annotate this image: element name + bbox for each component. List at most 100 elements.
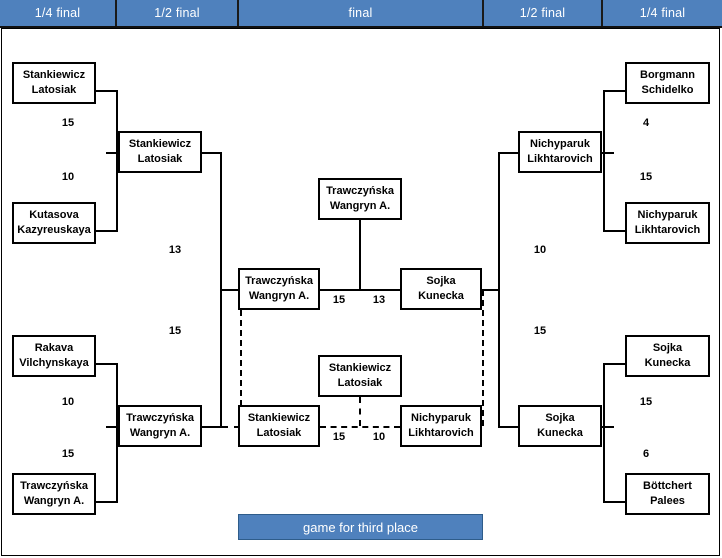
c-sfLT-in — [106, 152, 118, 154]
team-name-line-2: Latosiak — [31, 84, 77, 96]
team-name-line-2: Wangryn A. — [23, 495, 85, 507]
team-name-line-1: Stankiewicz — [128, 138, 192, 151]
score-sf-right-bot: 15 — [533, 325, 547, 337]
round-tab-divider-3 — [601, 0, 603, 26]
c-qfLB1-out — [96, 363, 118, 365]
score-qf-left-bot-1: 10 — [61, 396, 75, 408]
team-name-line-1: Nichyparuk — [411, 412, 471, 425]
team-name-line-2: Wangryn A. — [329, 200, 391, 212]
score-qf-right-bot-2: 6 — [642, 448, 650, 460]
team-name-line-2: Kunecka — [644, 357, 691, 369]
team-name-line-1: Trawczyńska — [326, 185, 394, 198]
score-third-right: 10 — [372, 431, 386, 443]
score-final-left: 15 — [332, 294, 346, 306]
c-qfRB-join — [603, 363, 605, 503]
team-name-line-2: Latosiak — [256, 427, 302, 439]
c-qfRT-join — [603, 90, 605, 232]
c-qfRT2-out — [603, 230, 625, 232]
team-name-line-1: Stankiewicz — [22, 69, 86, 82]
c-finR-in — [482, 289, 500, 291]
round-tab-divider-2 — [482, 0, 484, 26]
score-qf-right-top-2: 15 — [639, 171, 653, 183]
team-name-line-1: Böttchert — [643, 480, 692, 493]
c-sfRB-in — [602, 426, 614, 428]
team-name-line-1: Stankiewicz — [247, 412, 311, 425]
c-qfLT2-out — [96, 230, 118, 232]
score-sf-left-top: 13 — [168, 244, 182, 256]
c-qfLT-join — [116, 90, 118, 232]
team-name-line-1: Sojka — [652, 342, 683, 355]
d-sfL-loser-down — [240, 290, 242, 426]
score-qf-right-bot-1: 15 — [639, 396, 653, 408]
team-name-line-1: Trawczyńska — [20, 480, 88, 493]
round-tab-1[interactable]: 1/2 final — [117, 0, 237, 26]
c-finL-in — [220, 289, 238, 291]
score-qf-left-bot-2: 15 — [61, 448, 75, 460]
c-sfLB-in — [106, 426, 118, 428]
header-baseline — [0, 26, 722, 28]
score-sf-left-bot: 15 — [168, 325, 182, 337]
team-name-line-2: Kunecka — [418, 290, 464, 302]
team-name-line-2: Likhtarovich — [408, 427, 474, 439]
score-qf-left-top-1: 15 — [61, 117, 75, 129]
c-final-bar — [320, 289, 400, 291]
round-tab-4[interactable]: 1/4 final — [603, 0, 722, 26]
team-name-line-1: Nichyparuk — [637, 209, 698, 222]
score-third-left: 15 — [332, 431, 346, 443]
score-final-right: 13 — [372, 294, 386, 306]
team-name-line-1: Kutasova — [29, 209, 79, 222]
score-qf-right-top-1: 4 — [642, 117, 650, 129]
d-sfR-loser-down — [482, 290, 484, 426]
d-sfL-loser-tail — [222, 426, 240, 428]
team-name-line-1: Trawczyńska — [245, 275, 313, 288]
third-place-banner[interactable]: game for third place — [238, 514, 483, 540]
team-name-line-2: Likhtarovich — [527, 153, 593, 165]
c-qfRT1-out — [603, 90, 625, 92]
team-name-line-2: Vilchynskaya — [19, 357, 89, 369]
team-name-line-2: Kunecka — [537, 427, 583, 439]
c-qfLB-join — [116, 363, 118, 503]
c-champ-up — [359, 220, 361, 289]
c-sfRT-in — [602, 152, 614, 154]
team-name-line-1: Nichyparuk — [530, 138, 590, 151]
team-name-line-2: Kazyreuskaya — [17, 224, 91, 236]
team-name-line-1: Trawczyńska — [126, 412, 194, 425]
round-tab-2[interactable]: final — [239, 0, 482, 26]
team-name-line-2: Schidelko — [641, 84, 694, 96]
round-tab-3[interactable]: 1/2 final — [484, 0, 601, 26]
c-sfLB-out — [202, 426, 222, 428]
round-tab-divider-1 — [237, 0, 239, 26]
round-tab-divider-0 — [115, 0, 117, 26]
score-qf-left-top-2: 10 — [61, 171, 75, 183]
team-name-line-2: Likhtarovich — [634, 224, 701, 236]
round-tab-0[interactable]: 1/4 final — [0, 0, 115, 26]
page-border — [1, 28, 720, 556]
team-name-line-2: Wangryn A. — [248, 290, 310, 302]
c-sfLT-out — [202, 152, 222, 154]
team-name-line-1: Rakava — [34, 342, 74, 355]
team-name-line-1: Borgmann — [640, 69, 695, 82]
d-third-up — [359, 397, 361, 426]
team-name-line-1: Sojka — [545, 412, 575, 425]
score-sf-right-top: 10 — [533, 244, 547, 256]
